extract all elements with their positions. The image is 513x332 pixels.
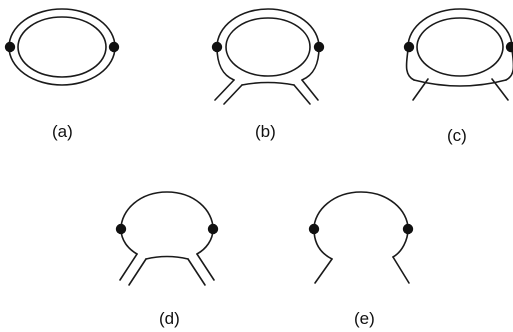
diagram-e-right-leg <box>392 256 410 284</box>
diagram-e-arc <box>313 191 409 260</box>
diagram-b-left-vertex <box>211 41 223 53</box>
diagram-d-top-arc <box>120 191 214 230</box>
diagram-d-right-vertex <box>207 223 219 235</box>
diagram-a-right-vertex <box>108 41 120 53</box>
diagram-d-bottom-arc <box>145 255 189 260</box>
label-a: (a) <box>52 122 73 141</box>
label-e: (e) <box>354 309 375 328</box>
diagram-e-left-leg <box>314 258 333 284</box>
diagram-b-outer-top-arc <box>216 8 320 48</box>
diagram-b-left-leg-line-1 <box>214 79 235 101</box>
diagram-d-left-vertex <box>115 223 127 235</box>
diagram-c-left-leg <box>412 78 429 101</box>
diagram-a-left-vertex <box>4 41 16 53</box>
diagram-b <box>211 8 325 105</box>
diagram-b-right-leg-line-1 <box>301 79 319 101</box>
diagram-c-right-vertex <box>505 41 513 53</box>
diagram-e <box>308 191 414 284</box>
diagram-b-inner-propagator <box>225 17 311 77</box>
diagram-c <box>403 8 513 101</box>
diagram-d-left-leg-line-1 <box>119 253 138 281</box>
diagram-d-right-leg-line-2 <box>187 258 206 286</box>
diagram-b-outer-bottom-arc <box>241 81 295 86</box>
diagram-c-inner-propagator <box>416 17 504 77</box>
diagram-e-left-vertex <box>308 223 320 235</box>
diagram-c-left-vertex <box>403 41 415 53</box>
diagram-d-right-leg-line-1 <box>196 253 215 281</box>
diagram-c-outer-bottom-arc <box>413 79 507 87</box>
label-b: (b) <box>255 122 276 141</box>
diagram-a-outer-propagator <box>8 8 116 86</box>
diagram-b-outer-right-side <box>301 46 320 81</box>
diagram-b-outer-left-side <box>216 46 235 81</box>
diagram-e-right-vertex <box>402 223 414 235</box>
diagram-a-inner-propagator <box>17 16 107 78</box>
diagram-b-right-leg-line-2 <box>293 84 311 105</box>
diagram-c-outer-propagator <box>405 8 513 81</box>
diagram-b-right-vertex <box>313 41 325 53</box>
diagram-a <box>4 8 120 86</box>
label-d: (d) <box>159 309 180 328</box>
diagram-c-right-leg <box>491 78 509 101</box>
diagram-d <box>115 191 219 286</box>
diagram-b-left-leg-line-2 <box>223 84 243 105</box>
label-c: (c) <box>447 126 467 145</box>
diagram-d-left-leg-line-2 <box>128 258 147 286</box>
